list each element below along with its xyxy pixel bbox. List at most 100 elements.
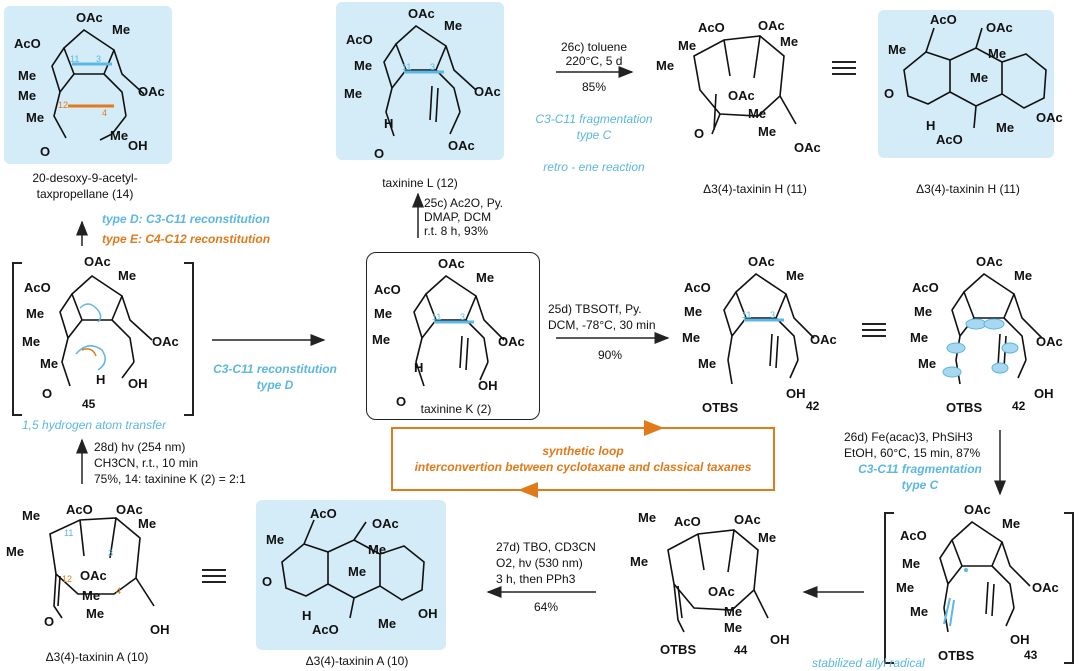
atom-aco: AcO [312, 622, 339, 637]
bracket-left-45 [12, 262, 22, 416]
atom-number-3: 3 [460, 312, 465, 322]
molecule-10b: AcO OAc Me Me Me O H AcO Me OH [262, 506, 438, 637]
atom-me: Me [780, 34, 798, 49]
label-11b: Δ3(4)-taxinin H (11) [916, 182, 1020, 196]
atom-o: O [374, 146, 384, 161]
atom-o: O [42, 386, 52, 401]
atom-me: Me [86, 606, 104, 621]
atom-number-12: 12 [62, 574, 72, 584]
atom-me: Me [82, 588, 100, 603]
atom-oac: OAc [76, 10, 103, 25]
atom-me: Me [1014, 268, 1032, 283]
atom-aco: AcO [698, 20, 725, 35]
atom-oac: OAc [986, 20, 1013, 35]
atom-me: Me [266, 532, 284, 547]
atom-me: Me [1002, 516, 1020, 531]
atom-number-11: 11 [70, 54, 79, 64]
atom-aco: AcO [936, 132, 963, 147]
atom-oac: OAc [372, 516, 399, 531]
atom-oh: OH [478, 378, 498, 393]
atom-me: Me [910, 604, 928, 619]
r25d-yield: 90% [597, 348, 623, 362]
atom-oac: OAc [708, 584, 735, 599]
atom-me: Me [40, 356, 58, 371]
atom-me: Me [902, 556, 920, 571]
molecule-10a: AcO OAc Me Me Me OAc Me Me O OH 11 3 12 … [6, 502, 170, 637]
atom-me: Me [996, 120, 1014, 135]
atom-me: Me [888, 42, 906, 57]
compound-number-42b: 42 [1012, 399, 1026, 413]
compound-number-42a: 42 [806, 399, 820, 413]
r28d-line1: 28d) hν (254 nm) [94, 440, 186, 454]
label-12: taxinine L (12) [382, 176, 458, 190]
label-14-line2: taxpropellane (14) [36, 187, 134, 201]
loop-line2: interconvertion between cyclotaxane and … [414, 460, 752, 474]
atom-number-3: 3 [770, 310, 775, 320]
atom-me: Me [344, 86, 362, 101]
atom-oac: OAc [728, 88, 755, 103]
atom-otbs: OTBS [946, 400, 982, 415]
type-d-label: type D: C3-C11 reconstitution [102, 212, 270, 226]
atom-oac: OAc [498, 334, 525, 349]
label-10a: Δ3(4)-taxinin A (10) [45, 650, 149, 664]
atom-number-11: 11 [402, 62, 411, 72]
atom-me: Me [378, 616, 396, 631]
bracket-right-43 [1064, 512, 1074, 664]
atom-me: Me [758, 124, 776, 139]
atom-oac: OAc [80, 568, 107, 583]
atom-oac: OAc [810, 332, 837, 347]
r26c-yield: 85% [581, 80, 607, 94]
atom-me: Me [374, 306, 392, 321]
r25d-line2: DCM, -78°C, 30 min [548, 318, 656, 332]
atom-me: Me [112, 22, 130, 37]
atom-oac: OAc [116, 502, 143, 517]
atom-me: Me [372, 332, 390, 347]
atom-oac: OAc [448, 138, 475, 153]
atom-oh: OH [128, 376, 148, 391]
atom-me: Me [18, 68, 36, 83]
atom-oac: OAc [1032, 580, 1059, 595]
atom-oh: OH [150, 622, 170, 637]
r27d-line2: O2, hν (530 nm) [496, 556, 583, 570]
atom-oac: OAc [734, 512, 761, 527]
atom-me: Me [630, 554, 648, 569]
atom-me: Me [118, 268, 136, 283]
r28d-line3: 75%, 14: taxinine K (2) = 2:1 [94, 472, 246, 486]
r-mid-line1: C3-C11 reconstitution [213, 362, 337, 376]
atom-me: Me [6, 544, 24, 559]
atom-me: Me [476, 270, 494, 285]
atom-oh: OH [1010, 632, 1030, 647]
atom-o: O [694, 126, 704, 141]
atom-oh: OH [786, 386, 806, 401]
r27d-line1: 27d) TBO, CD3CN [496, 540, 596, 554]
atom-oh: OH [128, 138, 148, 153]
r26d-type1: C3-C11 fragmentation [858, 462, 982, 476]
atom-me: Me [910, 330, 928, 345]
atom-oh: OH [418, 606, 438, 621]
molecule-42b: OAc AcO Me Me Me OAc Me OH OTBS [910, 254, 1063, 415]
compound-number-45: 45 [82, 397, 96, 411]
atom-me: Me [896, 580, 914, 595]
atom-number-4: 4 [116, 586, 121, 596]
atom-oac: OAc [474, 84, 501, 99]
atom-aco: AcO [900, 528, 927, 543]
atom-aco: AcO [346, 32, 373, 47]
atom-o: O [40, 144, 50, 159]
r26d-type2: type C [901, 478, 939, 492]
compound-number-43: 43 [1024, 648, 1038, 662]
atom-h: H [414, 360, 423, 375]
r25c-line1: 25c) Ac2O, Py. [424, 196, 504, 210]
atom-me: Me [724, 604, 742, 619]
molecule-2: OAc AcO Me Me Me OAc H OH O 11 3 [372, 256, 525, 409]
atom-oh: OH [770, 632, 790, 647]
hat-label: 1,5 hydrogen atom transfer [22, 418, 167, 432]
atom-h: H [96, 372, 105, 387]
atom-me: Me [444, 18, 462, 33]
atom-o: O [262, 574, 272, 589]
label-10b: Δ3(4)-taxinin A (10) [305, 654, 409, 668]
atom-me: Me [18, 88, 36, 103]
atom-me: Me [970, 70, 988, 85]
compound-number-44: 44 [734, 643, 748, 657]
atom-aco: AcO [310, 506, 337, 521]
